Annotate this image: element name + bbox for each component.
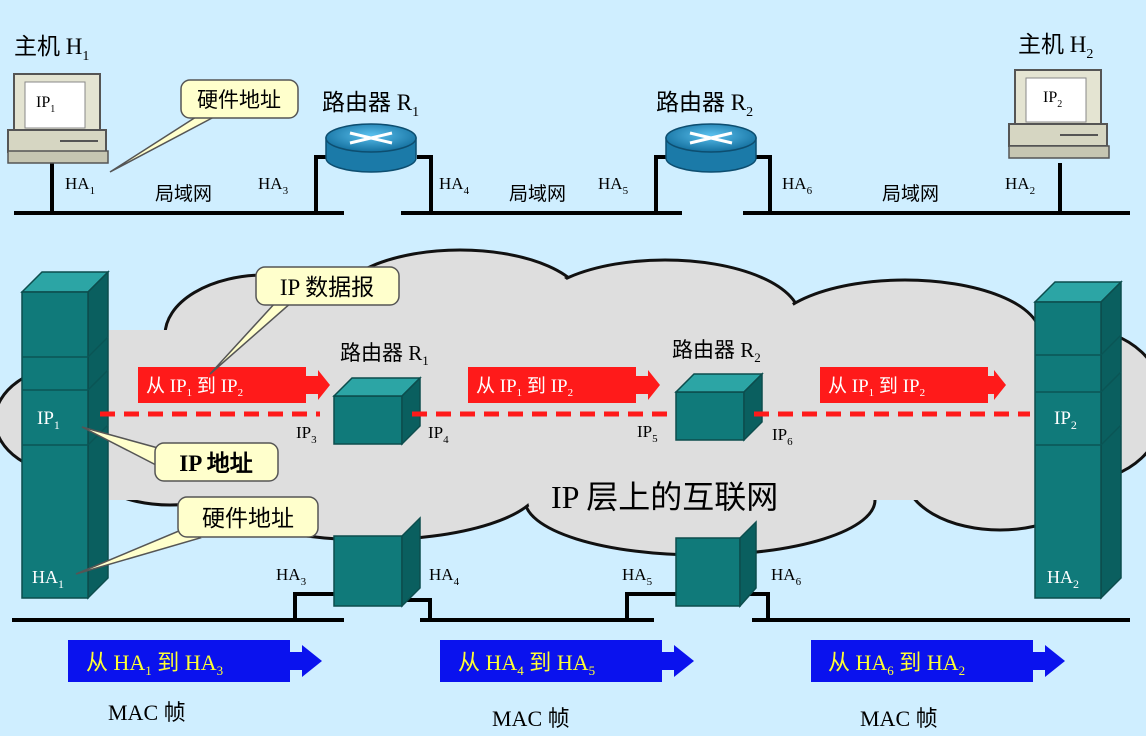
callout-box	[177, 496, 319, 538]
router-port-ip6: IP6	[772, 425, 793, 448]
computer-icon	[7, 73, 109, 164]
router-port-ha4: HA4	[429, 565, 460, 588]
router1-label: 路由器 R1	[322, 90, 419, 120]
ip-arrow-3: 从 IP1 到 IP2	[820, 367, 1006, 403]
svg-text:从 HA6 到 HA2: 从 HA6 到 HA2	[828, 650, 965, 678]
lan-label-2: 局域网	[509, 183, 566, 205]
port-label-ha6: HA6	[782, 174, 813, 197]
port-label-ha1: HA1	[65, 174, 95, 197]
protocol-stack-icon	[1033, 280, 1123, 600]
host2-label: 主机 H2	[1018, 32, 1093, 62]
svg-text:从 IP1 到 IP2: 从 IP1 到 IP2	[828, 375, 925, 399]
router-icon	[665, 123, 757, 173]
ip-arrow-2: 从 IP1 到 IP2	[468, 367, 660, 403]
mac-frame-arrow-1: 从 HA1 到 HA3	[68, 640, 322, 682]
port-label-ha4: HA4	[439, 174, 470, 197]
router-port-ip4: IP4	[428, 423, 449, 446]
svg-text:从 HA1 到 HA3: 从 HA1 到 HA3	[86, 650, 223, 678]
top-section: IP1 主机 H1 IP2 主机 H2 路由器 R1 路由器 R2 硬	[7, 32, 1130, 215]
host1-label: 主机 H1	[14, 34, 89, 64]
router-port-ha3: HA3	[276, 565, 307, 588]
host-ip-label-ip1: IP1	[37, 408, 60, 432]
mac-frame-label-1: MAC 帧	[108, 700, 186, 725]
bottom-lan-lines	[12, 592, 1130, 622]
router-icon	[332, 376, 422, 608]
router-port-ha6: HA6	[771, 565, 802, 588]
arrow-right-icon	[306, 370, 330, 400]
host-ip-label-ip2: IP2	[1054, 408, 1077, 432]
svg-text:从 HA4 到 HA5: 从 HA4 到 HA5	[458, 650, 595, 678]
callout-box	[255, 266, 400, 306]
mac-frame-label-2: MAC 帧	[492, 706, 570, 731]
callout-box	[154, 442, 279, 482]
router-icon	[325, 123, 417, 173]
host1-screen-label: IP1	[36, 94, 55, 115]
arrow-right-icon	[636, 370, 660, 400]
bottom-section: IP 层上的互联网	[0, 248, 1146, 731]
ip-arrow-1: 从 IP1 到 IP2	[138, 367, 330, 403]
router-port-ip5: IP5	[637, 422, 658, 445]
router-port-ha5: HA5	[622, 565, 653, 588]
router-icon	[674, 372, 764, 608]
hardware-address-callout: 硬件地址	[197, 88, 281, 112]
cloud-label: IP 层上的互联网	[551, 479, 778, 515]
lan-lines	[14, 155, 1130, 215]
mac-frame-label-3: MAC 帧	[860, 706, 938, 731]
arrow-right-icon	[1033, 645, 1065, 677]
port-label-ha2: HA2	[1005, 174, 1035, 197]
arrow-right-icon	[662, 645, 694, 677]
port-label-ha3: HA3	[258, 174, 289, 197]
svg-text:从 IP1 到 IP2: 从 IP1 到 IP2	[476, 375, 573, 399]
callout-box	[180, 79, 299, 119]
svg-text:从 IP1 到 IP2: 从 IP1 到 IP2	[146, 375, 243, 399]
router2-label: 路由器 R2	[656, 90, 753, 120]
host-ha-label-ha1: HA1	[32, 567, 64, 591]
arrow-right-icon	[988, 370, 1006, 400]
lan-label-1: 局域网	[155, 183, 212, 205]
computer-icon	[1008, 69, 1110, 159]
hardware-address-callout-bottom: 硬件地址	[202, 506, 294, 531]
mac-frame-arrow-3: 从 HA6 到 HA2	[811, 640, 1065, 682]
protocol-stack-icon	[20, 270, 110, 600]
router-port-ip3: IP3	[296, 423, 317, 446]
arrow-right-icon	[290, 645, 322, 677]
ip-address-callout: IP 地址	[179, 451, 252, 476]
ip-datagram-callout: IP 数据报	[280, 275, 374, 300]
mac-frame-arrow-2: 从 HA4 到 HA5	[440, 640, 694, 682]
lan-label-3: 局域网	[882, 183, 939, 205]
router2-label-bottom: 路由器 R2	[672, 338, 761, 365]
router1-label-bottom: 路由器 R1	[340, 341, 429, 368]
port-label-ha5: HA5	[598, 174, 629, 197]
host2-screen-label: IP2	[1043, 89, 1062, 110]
host-ha-label-ha2: HA2	[1047, 567, 1079, 591]
